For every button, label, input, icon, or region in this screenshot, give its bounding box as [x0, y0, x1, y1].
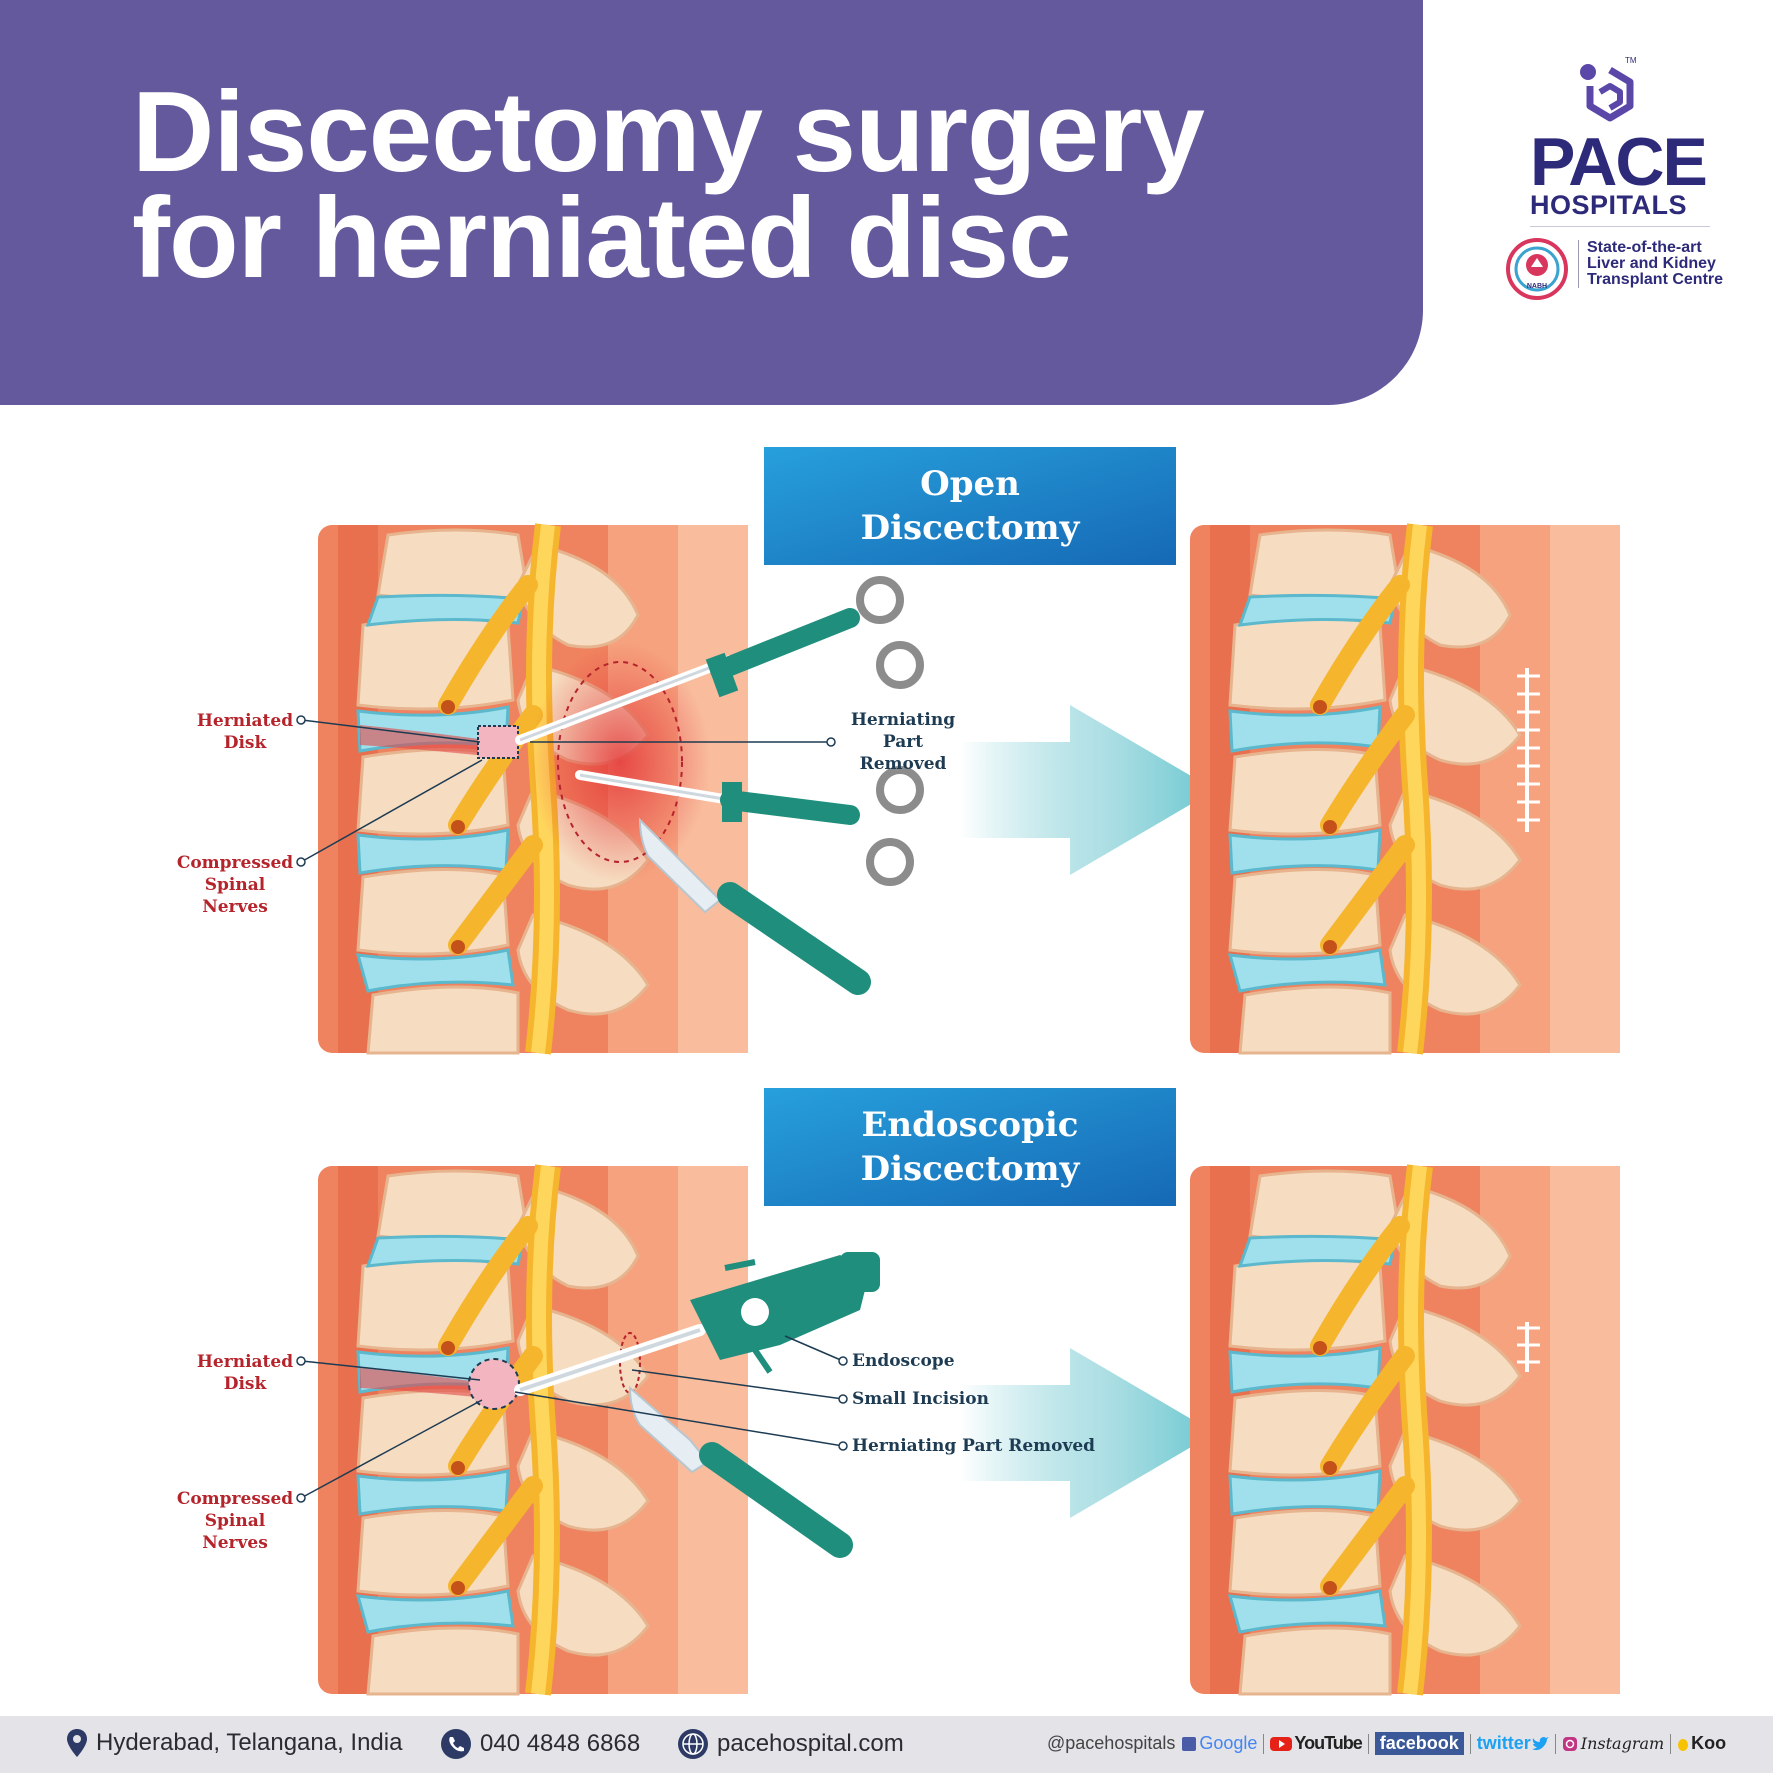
- endoscopic-discectomy-heading: Endoscopic Discectomy: [764, 1088, 1176, 1206]
- open-herniating-part-label: Herniating Part Removed: [838, 709, 968, 775]
- endo-compressed-line-2: Spinal Nerves: [202, 1511, 268, 1553]
- youtube-icon: [1270, 1736, 1293, 1751]
- open-heading-line-2: Discectomy: [860, 508, 1080, 548]
- facebook-link[interactable]: facebook: [1374, 1732, 1464, 1755]
- logo-subtitle: HOSPITALS: [1530, 190, 1688, 220]
- open-herniated-disk-line-2: Disk: [223, 733, 267, 753]
- endo-heading-line-1: Endoscopic: [861, 1105, 1079, 1145]
- discectomy-illustration: [296, 447, 1773, 1716]
- endo-heading-line-2: Discectomy: [860, 1149, 1080, 1189]
- google-label[interactable]: Google: [1199, 1733, 1258, 1753]
- logo-tagline: State-of-the-art Liver and Kidney Transp…: [1578, 240, 1723, 288]
- endo-heading-box: [764, 1088, 1176, 1206]
- endoscope-tool: [514, 1252, 880, 1396]
- endo-before-spine: [318, 1166, 748, 1694]
- facebook-label[interactable]: facebook: [1379, 1733, 1459, 1753]
- koo-icon: [1678, 1738, 1689, 1751]
- trademark-mark: TM: [1625, 56, 1637, 65]
- open-herniated-disk-line-1: Herniated: [196, 711, 294, 731]
- endo-herniated-disk-line-2: Disk: [223, 1374, 267, 1394]
- open-arrow: [960, 705, 1215, 875]
- open-retractor-upper: [515, 576, 924, 745]
- open-herniating-line-1: Herniating: [850, 710, 956, 730]
- logo-divider: [1530, 226, 1710, 227]
- koo-label[interactable]: Koo: [1691, 1733, 1727, 1753]
- phone-icon: [441, 1729, 471, 1759]
- endo-herniated-disk-label: Herniated Disk: [195, 1351, 295, 1395]
- logo-brand: PACE: [1530, 124, 1708, 200]
- nabh-badge-icon: NABH: [1506, 238, 1568, 300]
- endo-herniating-part-label: Herniating Part Removed: [852, 1436, 1096, 1456]
- social-divider: [1554, 1733, 1556, 1754]
- endo-after-spine: [1190, 1166, 1620, 1694]
- endoscope-label: Endoscope: [852, 1351, 955, 1371]
- koo-link[interactable]: Koo: [1677, 1733, 1726, 1754]
- header-banner: Discectomy surgery for herniated disc: [0, 0, 1423, 405]
- social-divider: [1263, 1733, 1265, 1754]
- leader-lines: [296, 715, 848, 1503]
- nabh-badge-text: NABH: [1527, 283, 1547, 290]
- footer-location: Hyderabad, Telangana, India: [66, 1728, 402, 1758]
- title-line-1: Discectomy surgery: [132, 69, 1205, 196]
- twitter-icon: [1531, 1736, 1549, 1750]
- endo-stitches: [1517, 1322, 1540, 1372]
- globe-icon: [678, 1729, 708, 1759]
- instagram-label[interactable]: Instagram: [1580, 1734, 1665, 1753]
- social-divider: [1469, 1733, 1471, 1754]
- endo-compressed-line-1: Compressed: [176, 1489, 294, 1509]
- google-link[interactable]: Google: [1181, 1733, 1257, 1754]
- location-pin-icon: [67, 1729, 87, 1757]
- open-heading-line-1: Open: [920, 464, 1020, 504]
- google-icon: [1182, 1736, 1197, 1751]
- footer-website[interactable]: pacehospital.com: [677, 1728, 904, 1760]
- social-divider: [1670, 1733, 1672, 1754]
- open-retractor-lower: [575, 766, 924, 886]
- open-compressed-line-2: Spinal Nerves: [202, 875, 268, 917]
- open-incision-glow: [530, 642, 710, 882]
- social-handle: @pacehospitals: [1047, 1733, 1176, 1753]
- pace-logo-icon: [1580, 64, 1634, 122]
- endo-arrow: [960, 1348, 1215, 1518]
- instagram-link[interactable]: Instagram: [1562, 1734, 1664, 1753]
- small-incision-label: Small Incision: [852, 1389, 989, 1409]
- title-line-2: for herniated disc: [132, 175, 1072, 302]
- open-herniated-disk-label: Herniated Disk: [195, 710, 295, 754]
- open-scalpel: [638, 817, 871, 995]
- endo-scalpel: [628, 1385, 853, 1558]
- youtube-label[interactable]: YouTube: [1294, 1733, 1362, 1753]
- endo-herniated-disk-line-1: Herniated: [196, 1352, 294, 1372]
- website-text[interactable]: pacehospital.com: [717, 1730, 904, 1757]
- open-heading-box: [764, 447, 1176, 565]
- open-after-spine: [1190, 525, 1620, 1053]
- phone-text[interactable]: 040 4848 6868: [480, 1730, 641, 1757]
- location-text: Hyderabad, Telangana, India: [96, 1729, 403, 1756]
- tagline-line-3: Transplant Centre: [1587, 271, 1724, 288]
- tagline-line-1: State-of-the-art: [1587, 239, 1702, 256]
- open-discectomy-heading: Open Discectomy: [764, 447, 1176, 565]
- open-herniating-line-2: Part Removed: [859, 732, 947, 774]
- tagline-line-2: Liver and Kidney: [1587, 255, 1716, 272]
- twitter-link[interactable]: twitter: [1477, 1733, 1549, 1754]
- footer-bar: Hyderabad, Telangana, India 040 4848 686…: [0, 1716, 1773, 1773]
- twitter-label[interactable]: twitter: [1476, 1733, 1531, 1753]
- instagram-icon: [1562, 1736, 1577, 1751]
- social-links: @pacehospitals Google YouTube facebook t…: [1047, 1732, 1726, 1755]
- social-divider: [1367, 1733, 1369, 1754]
- open-compressed-line-1: Compressed: [176, 853, 294, 873]
- youtube-link[interactable]: YouTube: [1270, 1733, 1363, 1754]
- open-stitches: [1517, 668, 1540, 832]
- footer-phone[interactable]: 040 4848 6868: [440, 1728, 640, 1760]
- pace-logo: TM PACE HOSPITALS NABH State-of-the-art …: [1490, 50, 1730, 310]
- page-title: Discectomy surgery for herniated disc: [132, 69, 1205, 302]
- open-compressed-nerves-label: Compressed Spinal Nerves: [170, 852, 300, 918]
- endo-compressed-nerves-label: Compressed Spinal Nerves: [170, 1488, 300, 1554]
